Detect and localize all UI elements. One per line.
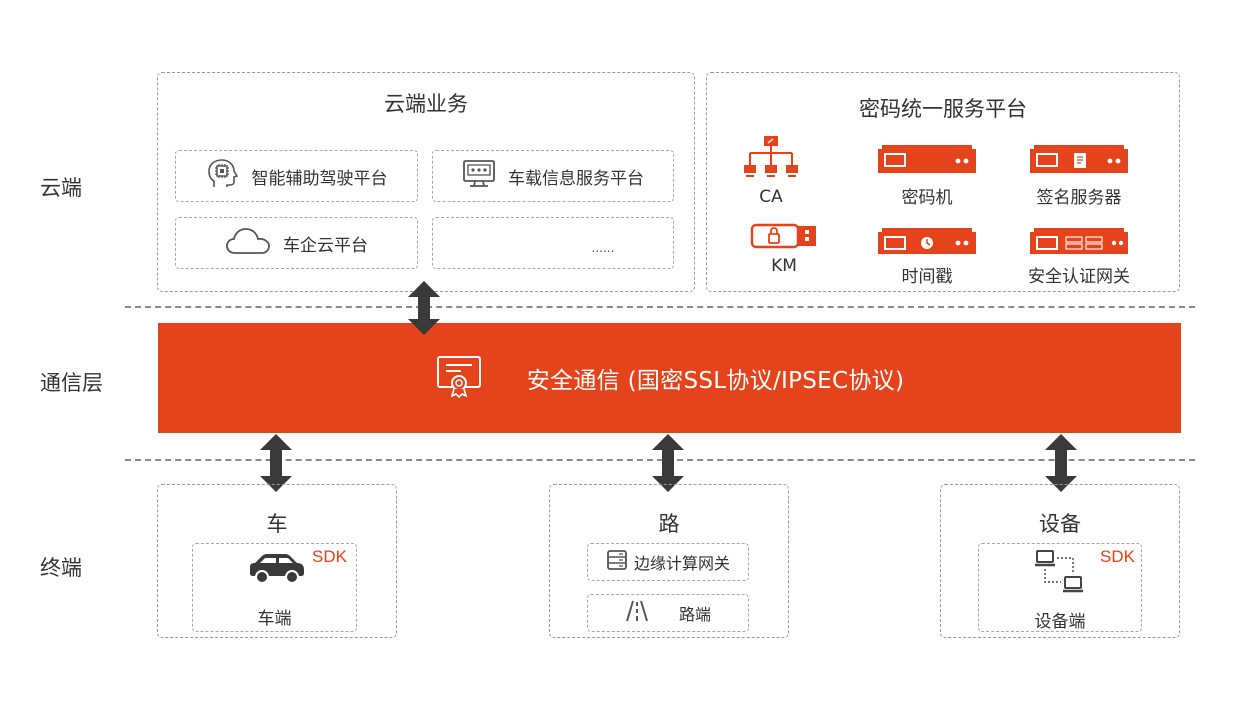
device-ca[interactable]: CA [701, 135, 841, 207]
car-end-box[interactable] [192, 543, 357, 632]
car-end-label: 车端 [257, 609, 292, 629]
arrow-comm-car [260, 434, 292, 492]
terminal-road-title: 路 [658, 512, 680, 536]
edge-gateway-label: 边缘计算网关 [633, 554, 730, 573]
terminal-device-title: 设备 [1039, 512, 1081, 536]
layer-label-cloud: 云端 [40, 176, 82, 200]
secure-comm-label: 安全通信 (国密SSL协议/IPSEC协议) [526, 368, 905, 394]
device-signature-server[interactable]: 签名服务器 [1009, 145, 1149, 208]
monitor-icon [462, 159, 496, 193]
device-km-label: KM [771, 256, 797, 276]
layer-label-comm: 通信层 [40, 371, 103, 395]
device-sdk-badge: SDK [1100, 547, 1135, 566]
car-sdk-badge: SDK [312, 547, 347, 566]
separator-top [125, 306, 1195, 308]
card-more-ellipsis: ...... [591, 241, 615, 255]
road-end-label: 路端 [678, 605, 711, 624]
car-icon [250, 554, 304, 584]
gateway-server-icon [1030, 228, 1128, 256]
usb-key-icon [749, 222, 819, 250]
edge-server-icon [606, 549, 628, 575]
card-telematics-platform[interactable]: 车载信息服务平台 [432, 150, 674, 202]
device-security-gateway-label: 安全认证网关 [1028, 267, 1130, 287]
ai-head-icon [206, 157, 240, 195]
terminal-car-title: 车 [266, 512, 288, 536]
road-end-box[interactable]: 路端 [587, 594, 749, 632]
edge-gateway-box[interactable]: 边缘计算网关 [587, 543, 749, 581]
layer-label-terminal: 终端 [40, 556, 82, 580]
device-km[interactable]: KM [714, 222, 854, 276]
terminal-car-panel [157, 484, 397, 638]
device-timestamp-label: 时间戳 [901, 267, 953, 287]
card-adas-platform[interactable]: 智能辅助驾驶平台 [175, 150, 418, 202]
device-cipher-machine[interactable]: 密码机 [857, 145, 997, 208]
device-security-gateway[interactable]: 安全认证网关 [1009, 228, 1149, 287]
terminal-device-panel [940, 484, 1180, 638]
card-telematics-label: 车载信息服务平台 [508, 168, 644, 189]
connected-computers-icon [1035, 550, 1083, 593]
signature-server-icon [1030, 145, 1128, 177]
device-ca-label: CA [759, 187, 783, 207]
cloud-business-title: 云端业务 [384, 92, 468, 116]
device-signature-server-label: 签名服务器 [1036, 188, 1122, 208]
secure-comm-band: 安全通信 (国密SSL协议/IPSEC协议) [158, 323, 1181, 433]
card-oem-cloud-label: 车企云平台 [283, 235, 368, 256]
cloud-icon [225, 226, 271, 260]
road-icon [625, 600, 649, 626]
timestamp-server-icon [878, 228, 976, 256]
arrow-cloud-comm [408, 281, 440, 335]
device-cipher-machine-label: 密码机 [901, 188, 953, 208]
device-timestamp[interactable]: 时间戳 [857, 228, 997, 287]
card-adas-label: 智能辅助驾驶平台 [251, 168, 388, 189]
card-oem-cloud[interactable]: 车企云平台 [175, 217, 418, 269]
device-end-box[interactable] [978, 543, 1142, 632]
device-end-label: 设备端 [1034, 612, 1086, 632]
network-tree-icon [744, 135, 798, 181]
card-more[interactable]: ...... [432, 217, 674, 269]
crypto-platform-panel [706, 72, 1180, 292]
crypto-platform-title: 密码统一服务平台 [859, 97, 1027, 121]
certificate-icon [435, 354, 483, 402]
arrow-comm-device [1045, 434, 1077, 492]
server-rack-icon [878, 145, 976, 177]
terminal-road-panel [549, 484, 789, 638]
arrow-comm-road [652, 434, 684, 492]
separator-bottom [125, 459, 1195, 461]
